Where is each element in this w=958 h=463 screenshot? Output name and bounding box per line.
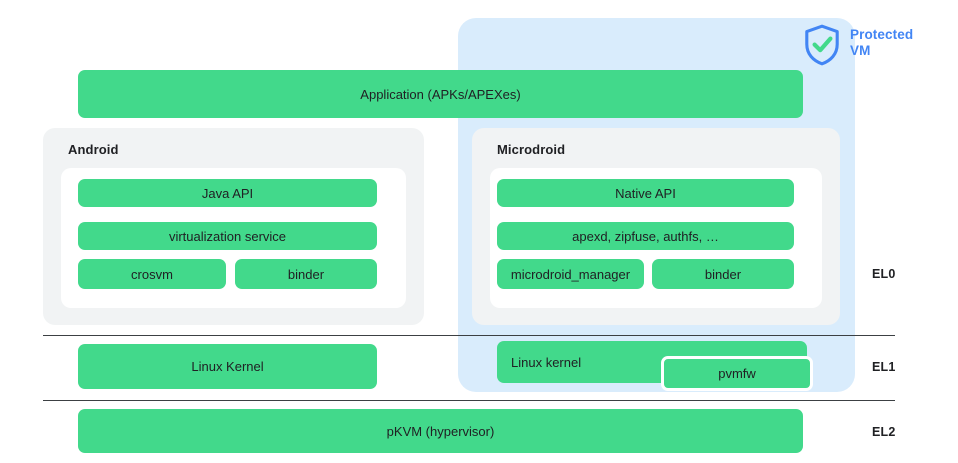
android-crosvm-box: crosvm [78, 259, 226, 289]
protected-vm-badge: Protected VM [803, 24, 930, 66]
pkvm-hypervisor-box: pKVM (hypervisor) [78, 409, 803, 453]
pvmfw-box: pvmfw [661, 356, 813, 391]
android-binder-box: binder [235, 259, 377, 289]
android-java-api-box: Java API [78, 179, 377, 207]
exception-level-el2-label: EL2 [872, 425, 896, 439]
el0-el1-divider [43, 335, 895, 336]
host-linux-kernel-box: Linux Kernel [78, 344, 377, 389]
exception-level-el1-label: EL1 [872, 360, 896, 374]
microdroid-native-api-box: Native API [497, 179, 794, 207]
exception-level-el0-label: EL0 [872, 267, 896, 281]
android-panel-title: Android [68, 142, 119, 157]
application-box: Application (APKs/APEXes) [78, 70, 803, 118]
protected-vm-label: Protected VM [850, 27, 914, 58]
android-virtualization-service-box: virtualization service [78, 222, 377, 250]
el1-el2-divider [43, 400, 895, 401]
microdroid-daemons-box: apexd, zipfuse, authfs, … [497, 222, 794, 250]
microdroid-panel-title: Microdroid [497, 142, 566, 157]
microdroid-manager-box: microdroid_manager [497, 259, 644, 289]
shield-check-icon [805, 24, 839, 66]
microdroid-binder-box: binder [652, 259, 794, 289]
